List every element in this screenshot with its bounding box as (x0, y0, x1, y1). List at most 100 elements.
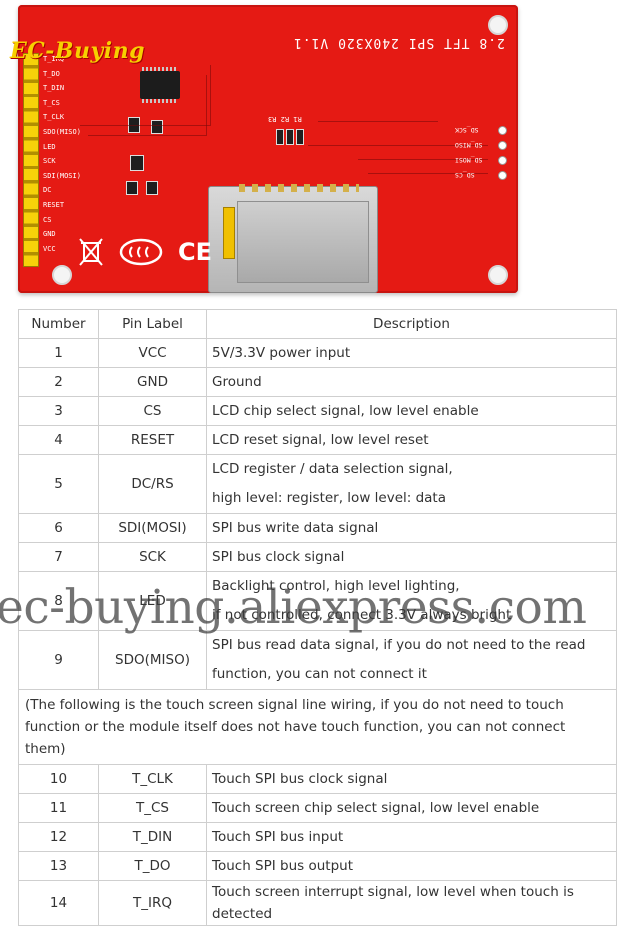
pin-silk-label: T_DO (43, 69, 60, 78)
trace (318, 121, 438, 152)
pin-label-cell: SDI(MOSI) (98, 513, 207, 543)
trace (358, 159, 488, 168)
pin-silk-label: T_DIN (43, 84, 65, 93)
description-line: Touch SPI bus clock signal (212, 771, 388, 787)
pin-label-cell: SDO(MISO) (98, 630, 207, 690)
pin-number-cell: 3 (18, 396, 99, 426)
smd-component (146, 181, 158, 195)
smd-component (296, 129, 304, 145)
pin-silk-label: RESET (43, 201, 65, 209)
pin-number-cell: 7 (18, 542, 99, 572)
description-line: if not controlled, connect 3.3V always b… (212, 607, 512, 623)
pin-number-cell: 13 (18, 851, 99, 881)
pin-silk-label: T_IRQ (43, 55, 65, 63)
sd-slot-latch (223, 207, 235, 259)
pin-number-cell: 2 (18, 367, 99, 397)
smd-component (126, 181, 138, 195)
pin-label-cell: RESET (98, 425, 207, 455)
sd-slot-inner (237, 201, 369, 283)
pin-header (23, 53, 39, 267)
pin-silk-label: T_CS (43, 98, 60, 107)
smd-component (130, 155, 144, 171)
pin-number-cell: 6 (18, 513, 99, 543)
pin-number-cell: 14 (18, 880, 99, 926)
trace (88, 75, 207, 136)
mounting-hole (52, 265, 72, 285)
description-line: Ground (212, 374, 262, 390)
sd-label-mosi: SD_MOSI (455, 156, 483, 164)
pin-description-cell: LCD reset signal, low level reset (206, 425, 617, 455)
pin-number-cell: 1 (18, 338, 99, 368)
pin-description-cell: SPI bus write data signal (206, 513, 617, 543)
pin-silk-label: SCK (43, 157, 56, 166)
pin-description-cell: Touch SPI bus clock signal (206, 764, 617, 794)
pin-description-cell: Touch SPI bus input (206, 822, 617, 852)
touch-note-body: (The following is the touch screen signa… (18, 689, 617, 765)
pin-label-cell: T_IRQ (98, 880, 207, 926)
pin-number-cell: 10 (18, 764, 99, 794)
sd-label-cs: SD_CS (455, 171, 475, 179)
sd-card-slot (208, 184, 378, 293)
pin-silk-label: SDI(MOSI) (43, 171, 81, 180)
trace (80, 65, 211, 126)
description-line: Touch screen interrupt signal, low level… (212, 884, 574, 900)
pin-description-cell: Ground (206, 367, 617, 397)
pin-number-cell: 4 (18, 425, 99, 455)
board-title: 2.8 TFT SPI 240X320 V1.1 (293, 35, 505, 50)
description-line: SPI bus write data signal (212, 520, 379, 536)
pin-silk-label: CS (43, 215, 52, 224)
ce-mark: CE (178, 238, 213, 266)
pin-description-cell: SPI bus clock signal (206, 542, 617, 572)
sd-pad (498, 156, 507, 165)
pin-number-cell: 12 (18, 822, 99, 852)
touch-note: (The following is the touch screen signa… (18, 689, 617, 765)
header-description: Description (206, 309, 617, 339)
pin-label-cell: T_DO (98, 851, 207, 881)
ic-chip (140, 67, 180, 103)
touch-note-row: (The following is the touch screen signa… (18, 689, 617, 765)
description-line: detected (212, 906, 273, 922)
pin-description-cell: LCD chip select signal, low level enable (206, 396, 617, 426)
description-line: 5V/3.3V power input (212, 345, 351, 361)
board-photo: 2.8 TFT SPI 240X320 V1.1 T_IRQ T_DO T_DIN T… (0, 0, 630, 300)
description-line: high level: register, low level: data (212, 490, 447, 506)
pin-description-cell: Touch screen chip select signal, low lev… (206, 793, 617, 823)
sd-label-sck: SD_SCK (455, 126, 479, 134)
pin-label-cell: GND (98, 367, 207, 397)
pin-label-cell: T_CLK (98, 764, 207, 794)
sd-pad (498, 171, 507, 180)
pin-description-cell: Touch screen interrupt signal, low level… (206, 880, 617, 926)
weee-bin-icon (79, 238, 103, 266)
pin-description-cell: Touch SPI bus output (206, 851, 617, 881)
resistor-labels: R1 R2 R3 (268, 115, 302, 123)
pin-number-cell: 11 (18, 793, 99, 823)
brand-watermark: EC-Buying (10, 38, 146, 64)
rohs-circle-icon (119, 238, 163, 266)
trace (368, 173, 488, 182)
pcb-board: 2.8 TFT SPI 240X320 V1.1 T_IRQ T_DO T_DIN T… (18, 5, 518, 293)
description-line: function, you can not connect it (212, 666, 427, 682)
pin-description-cell: 5V/3.3V power input (206, 338, 617, 368)
smd-component (286, 129, 294, 145)
smd-component (151, 120, 163, 134)
pin-description-cell: SPI bus read data signal, if you do not … (206, 630, 617, 690)
description-line: SPI bus read data signal, if you do not … (212, 637, 586, 653)
sd-pad (498, 141, 507, 150)
sd-slot-pins (239, 184, 359, 192)
pin-label-cell: LED (98, 571, 207, 631)
description-line: Backlight control, high level lighting, (212, 578, 460, 594)
pin-label-cell: T_DIN (98, 822, 207, 852)
pin-number-cell: 8 (18, 571, 99, 631)
description-line: Touch SPI bus input (212, 829, 344, 845)
sd-label-miso: SD_MISO (455, 141, 483, 149)
